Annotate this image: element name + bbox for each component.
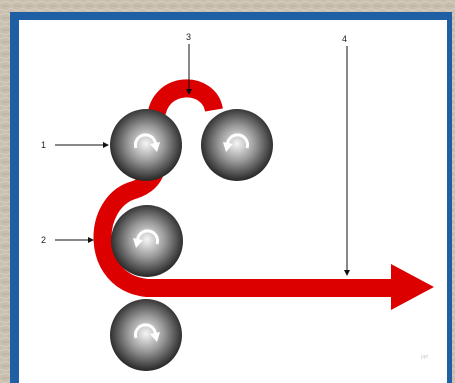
rolling-mill-diagram: 1 2 3 4 ppt <box>41 32 434 371</box>
callout-3: 3 <box>186 32 192 95</box>
strip-arrowhead <box>391 264 434 310</box>
callout-label-1: 1 <box>41 140 46 150</box>
callout-1: 1 <box>41 140 109 150</box>
roll-top-right <box>201 109 273 181</box>
roll-top-left <box>110 109 182 181</box>
watermark: ppt <box>421 354 429 360</box>
roll-bottom <box>110 299 182 371</box>
callout-2: 2 <box>41 235 94 245</box>
diagram-panel: 1 2 3 4 ppt <box>19 20 447 383</box>
roll-middle <box>111 205 183 277</box>
callout-label-2: 2 <box>41 235 46 245</box>
callout-4: 4 <box>342 34 350 276</box>
callout-label-3: 3 <box>186 32 191 42</box>
callout-label-4: 4 <box>342 34 347 44</box>
